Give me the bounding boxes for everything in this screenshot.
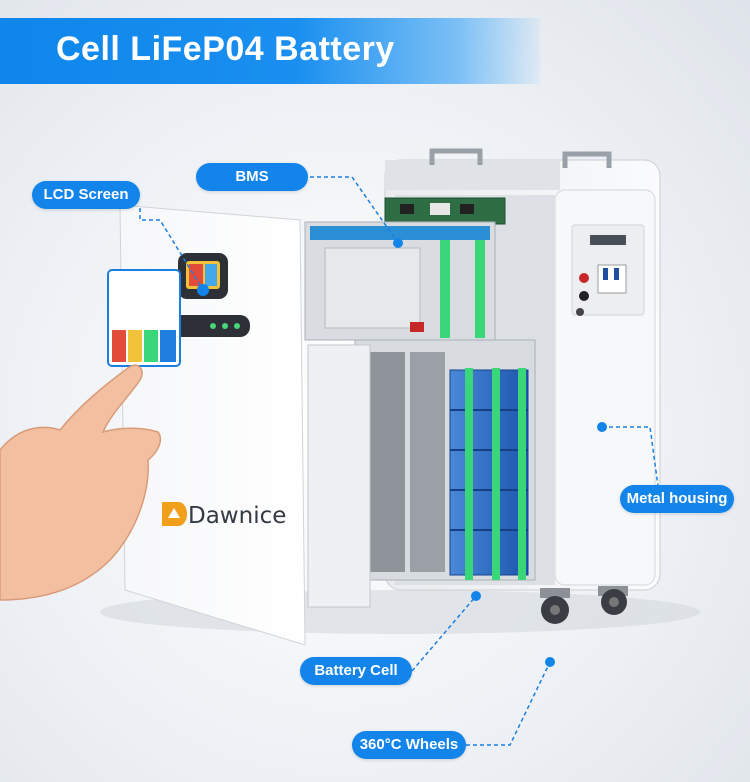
front-door: [107, 204, 306, 646]
side-cover-panel: [307, 344, 371, 608]
cabinet-handle-right: [562, 151, 612, 168]
cabinet-handle-left: [429, 148, 483, 165]
wheels: [540, 586, 628, 624]
banner-title: Cell LiFeP04 Battery: [56, 30, 395, 68]
dawnice-logo-icon: [162, 502, 187, 526]
brand: Dawnice: [162, 503, 286, 529]
bms-board: [384, 197, 506, 225]
label-bms: BMS: [196, 163, 308, 191]
title-banner: Cell LiFeP04 Battery: [0, 18, 540, 84]
upper-battery-module: [304, 221, 496, 341]
callout-lines: [139, 176, 659, 746]
label-battery-cell: Battery Cell: [300, 657, 412, 685]
lower-battery-module: [354, 339, 536, 581]
hand-pointer-icon: [0, 364, 162, 601]
label-wheels: 360°C Wheels: [352, 731, 466, 759]
brand-name: Dawnice: [188, 503, 287, 529]
label-lcd-screen: LCD Screen: [32, 181, 140, 209]
callout-dots: [393, 238, 607, 667]
label-metal-housing: Metal housing: [620, 485, 734, 513]
